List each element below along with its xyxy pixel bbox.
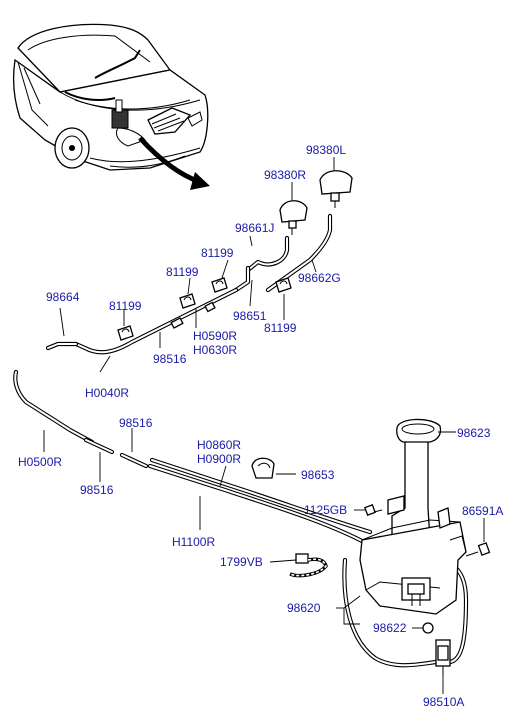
label-H0040R: H0040R (85, 386, 130, 400)
label-98653: 98653 (301, 468, 335, 482)
clip-98653 (251, 457, 296, 479)
car-illustration (13, 23, 210, 190)
clip-81199 (117, 325, 134, 341)
clip-81199 (275, 277, 292, 293)
label-98661J: 98661J (235, 221, 275, 235)
label-98623: 98623 (457, 426, 491, 440)
label-98651: 98651 (233, 309, 267, 323)
label-H1100R: H1100R (172, 535, 216, 549)
nozzle-98380R (279, 182, 308, 235)
label-H0500R: H0500R (18, 455, 63, 469)
label-98516-upper: 98516 (153, 352, 187, 366)
harness-1799VB (269, 553, 328, 578)
label-81199-top: 81199 (201, 246, 234, 260)
grommet-98622 (412, 622, 434, 634)
label-81199-right: 81199 (264, 321, 297, 335)
label-98380L: 98380L (306, 143, 347, 157)
label-98622: 98622 (373, 621, 407, 635)
label-98620: 98620 (287, 601, 321, 615)
label-98664: 98664 (46, 290, 80, 304)
pump-98510A (435, 639, 451, 694)
label-H0900R: H0900R (197, 452, 242, 466)
label-H0630R: H0630R (193, 343, 238, 357)
label-H0590R: H0590R (193, 329, 238, 343)
label-98516-right: 98516 (119, 416, 153, 430)
label-1799VB: 1799VB (220, 555, 263, 569)
label-98662G: 98662G (298, 271, 341, 285)
nozzle-98380L (319, 157, 353, 208)
label-81199-mid: 81199 (166, 265, 199, 279)
label-86591A: 86591A (462, 504, 504, 518)
label-98380R: 98380R (264, 168, 307, 182)
bolt-1125GB (354, 504, 383, 516)
clip-81199 (211, 277, 228, 293)
label-1125GB: 1125GB (304, 503, 348, 517)
clip-81199 (179, 293, 196, 309)
label-H0860R: H0860R (197, 438, 242, 452)
label-81199-left: 81199 (109, 299, 142, 313)
bolt-86591A (465, 518, 491, 557)
label-98516-lower: 98516 (80, 483, 114, 497)
label-98510A: 98510A (423, 695, 465, 709)
washer-reservoir (359, 418, 467, 615)
